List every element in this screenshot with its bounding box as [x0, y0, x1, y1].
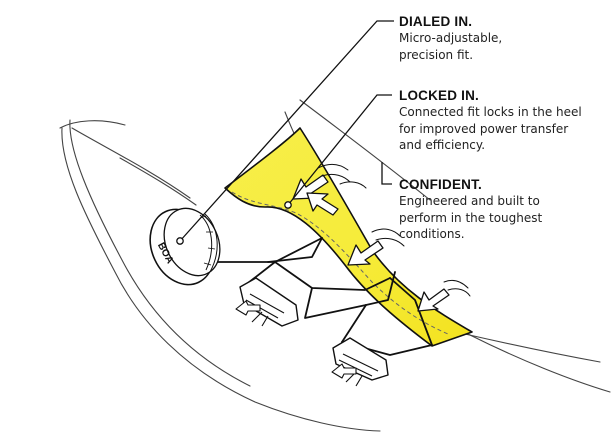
callout-description: Connected fit locks in the heel for impr… — [399, 105, 582, 152]
callout-description: Engineered and built to perform in the t… — [399, 194, 543, 241]
motion-lines — [317, 163, 471, 297]
callout-confident: CONFIDENT. Engineered and built to perfo… — [399, 176, 604, 243]
callout-leader-lines — [179, 20, 394, 242]
callout-description: Micro-adjustable, precision fit. — [399, 31, 503, 62]
tension-arrows — [292, 174, 450, 312]
callout-title: DIALED IN. — [399, 14, 473, 29]
strap-stitching — [231, 191, 449, 335]
callout-points — [176, 201, 292, 245]
guide-arrows — [235, 300, 357, 379]
callout-title: CONFIDENT. — [399, 177, 482, 192]
boa-dial: BOA — [149, 207, 221, 286]
callout-title: LOCKED IN. — [399, 88, 480, 103]
heel-strap-highlight — [224, 127, 473, 347]
callout-dialed-in: DIALED IN. Micro-adjustable, precision f… — [399, 13, 604, 63]
callout-locked-in: LOCKED IN. Connected fit locks in the he… — [399, 87, 604, 154]
